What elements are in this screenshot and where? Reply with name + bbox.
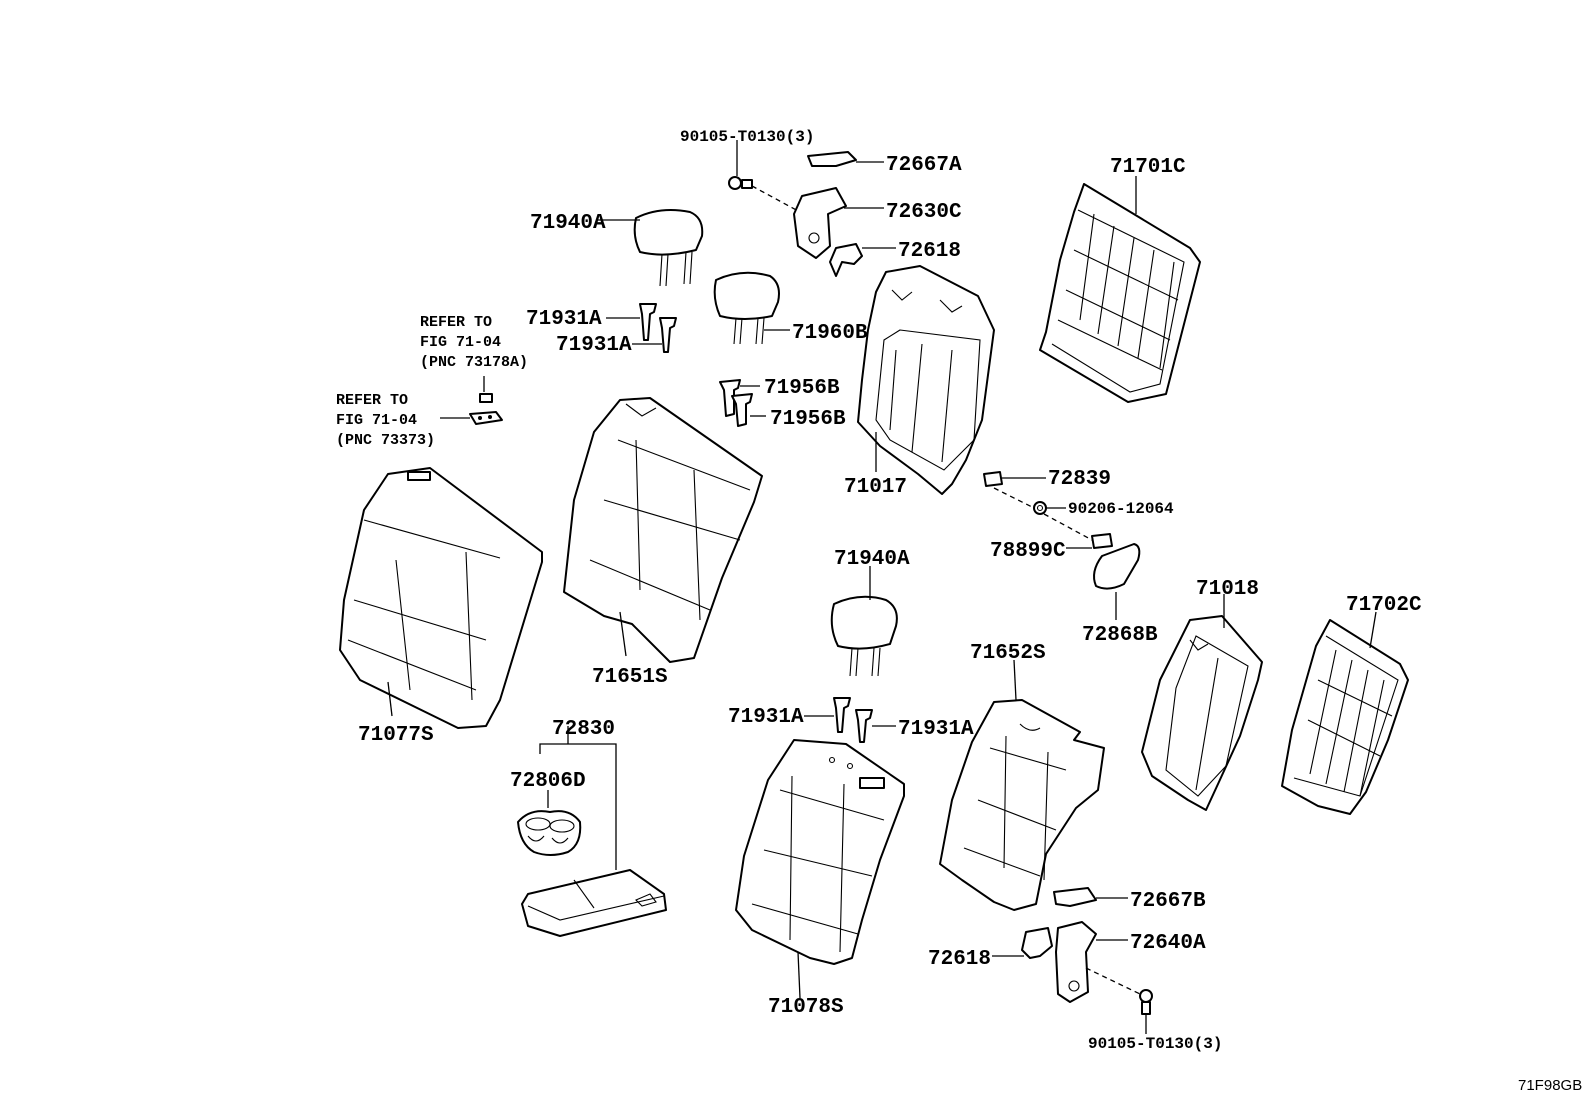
guide-71956B-2[interactable] xyxy=(731,393,766,427)
label-71931A-3: 71931A xyxy=(728,706,804,729)
label-90105-bottom: 90105-T0130(3) xyxy=(1088,1035,1222,1053)
seatback-cover-71651S[interactable] xyxy=(563,397,763,663)
seatback-cover-71078S[interactable] xyxy=(735,739,905,999)
label-71931A-2: 71931A xyxy=(556,334,632,357)
label-71652S: 71652S xyxy=(970,642,1046,665)
seatback-board-71702C[interactable] xyxy=(1281,611,1409,815)
label-72618-bottom: 72618 xyxy=(928,948,991,971)
bolt-90105-bottom[interactable] xyxy=(1139,989,1153,1034)
guide-71931A-2[interactable] xyxy=(632,317,677,353)
seatback-cover-71077S[interactable] xyxy=(339,467,543,729)
refer-note-2-line1: REFER TO xyxy=(336,392,408,409)
refer-note-1-line1: REFER TO xyxy=(420,314,492,331)
refer-note-2-line2: FIG 71-04 xyxy=(336,412,417,429)
label-71931A-1: 71931A xyxy=(526,308,602,331)
headrest-71940A-top[interactable] xyxy=(598,209,704,287)
seatback-frame-71017[interactable] xyxy=(857,265,995,495)
refer-note-2-line3: (PNC 73373) xyxy=(336,432,435,449)
seatback-cover-71652S[interactable] xyxy=(939,659,1105,911)
bracket-72640A[interactable] xyxy=(1055,921,1141,1003)
refer-part-73373[interactable] xyxy=(440,411,503,425)
label-72667B: 72667B xyxy=(1130,890,1206,913)
refer-note-1-line2: FIG 71-04 xyxy=(420,334,501,351)
label-71960B: 71960B xyxy=(792,322,868,345)
label-71651S: 71651S xyxy=(592,666,668,689)
label-72806D: 72806D xyxy=(510,770,586,793)
label-71956B-2: 71956B xyxy=(770,408,846,431)
label-71940A-mid: 71940A xyxy=(834,548,910,571)
bracket-72630C[interactable] xyxy=(793,187,884,259)
guide-71931A-3[interactable] xyxy=(804,697,851,733)
bolt-90105-top[interactable] xyxy=(728,140,801,213)
label-72868B: 72868B xyxy=(1082,624,1158,647)
label-71701C: 71701C xyxy=(1110,156,1186,179)
label-72839: 72839 xyxy=(1048,468,1111,491)
nut-90206-12064[interactable] xyxy=(1033,501,1093,541)
figure-code: 71F98GB xyxy=(1518,1077,1582,1094)
clip-78899C[interactable] xyxy=(1066,533,1113,549)
label-90206-12064: 90206-12064 xyxy=(1068,500,1174,518)
cup-holder-72806D[interactable] xyxy=(517,790,582,856)
label-72830: 72830 xyxy=(552,718,615,741)
refer-part-73178A[interactable] xyxy=(479,376,493,403)
label-71931A-4: 71931A xyxy=(898,718,974,741)
label-90105-top: 90105-T0130(3) xyxy=(680,128,814,146)
label-71018: 71018 xyxy=(1196,578,1259,601)
label-71702C: 71702C xyxy=(1346,594,1422,617)
label-71956B-1: 71956B xyxy=(764,377,840,400)
seatback-board-71701C[interactable] xyxy=(1039,176,1201,403)
headrest-71940A-mid[interactable] xyxy=(830,566,898,677)
bracket-72618-top[interactable] xyxy=(829,243,896,277)
headrest-71960B[interactable] xyxy=(713,271,790,345)
cover-72868B[interactable] xyxy=(1093,543,1141,620)
armrest-72830[interactable] xyxy=(521,726,667,937)
label-72618-top: 72618 xyxy=(898,240,961,263)
label-72630C: 72630C xyxy=(886,201,962,224)
bracket-72618-bottom[interactable] xyxy=(992,927,1053,959)
guide-71931A-1[interactable] xyxy=(606,303,657,341)
label-71940A-top: 71940A xyxy=(530,212,606,235)
bolt-72839[interactable] xyxy=(983,471,1046,511)
guide-71931A-4[interactable] xyxy=(855,709,896,743)
refer-note-1-line3: (PNC 73178A) xyxy=(420,354,528,371)
label-71017: 71017 xyxy=(844,476,907,499)
label-71078S: 71078S xyxy=(768,996,844,1019)
label-78899C: 78899C xyxy=(990,540,1066,563)
clip-72667B[interactable] xyxy=(1053,887,1128,907)
label-71077S: 71077S xyxy=(358,724,434,747)
label-72667A: 72667A xyxy=(886,154,962,177)
label-72640A: 72640A xyxy=(1130,932,1206,955)
seatback-frame-71018[interactable] xyxy=(1141,594,1263,811)
clip-72667A[interactable] xyxy=(807,151,884,167)
